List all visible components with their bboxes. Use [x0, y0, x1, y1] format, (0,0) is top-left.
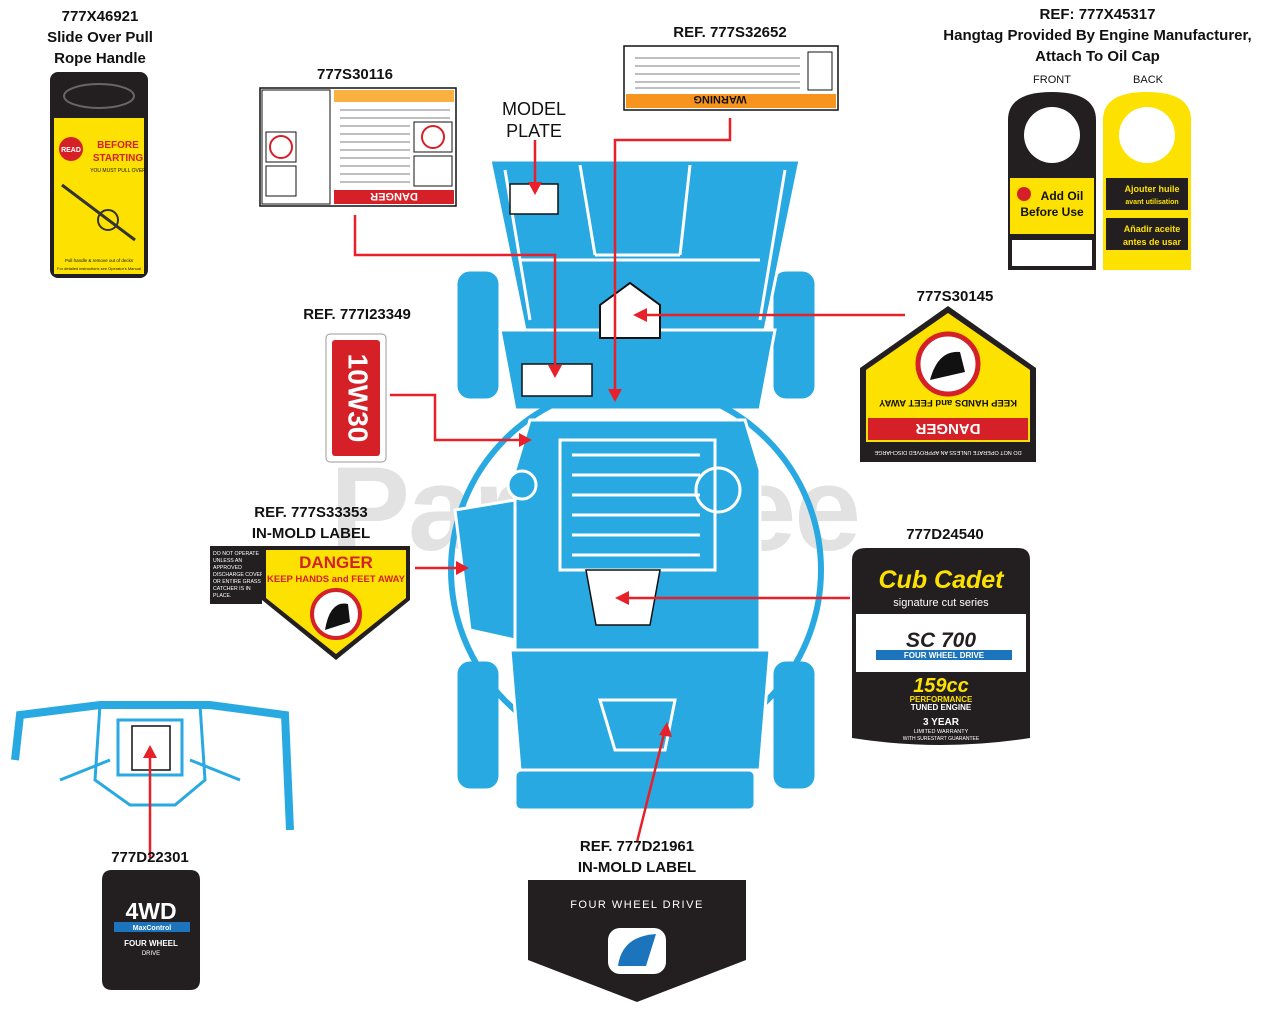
cub-cadet-series: signature cut series	[893, 597, 989, 609]
cub-cadet-warranty1: LIMITED WARRANTY	[914, 729, 969, 735]
4wd-drive: DRIVE	[142, 951, 160, 957]
rope-foot1: Pull handle & remove out of decks	[65, 258, 134, 263]
inmold-danger-decal: DO NOT OPERATE UNLESS AN APPROVED DISCHA…	[210, 546, 410, 660]
inmold-side3: APPROVED	[213, 565, 242, 571]
hands-feet-decal: KEEP HANDS and FEET AWAY DANGER DO NOT O…	[860, 306, 1036, 462]
oil-grade-text: 10W30	[343, 354, 374, 443]
hands-feet-danger: DANGER	[915, 420, 980, 437]
side-chute	[453, 498, 517, 642]
rope-read-text: READ	[61, 147, 81, 154]
cub-cadet-part: 777D24540	[906, 526, 984, 543]
inmold-danger-text: DANGER	[299, 553, 373, 572]
inmold-side4: DISCHARGE COVER	[213, 572, 264, 578]
front-deck	[508, 648, 772, 772]
inmold-side6: CATCHER IS IN	[213, 586, 251, 592]
hangtag-back-line3: Añadir aceite	[1124, 224, 1181, 234]
hangtag-desc1: Hangtag Provided By Engine Manufacturer,	[943, 27, 1252, 44]
cub-cadet-cc: 159cc	[913, 675, 969, 697]
model-plate-label: MODEL PLATE	[484, 98, 584, 142]
front-right-wheel	[770, 658, 818, 792]
hangtag-back-label: BACK	[1133, 74, 1163, 86]
inmold-side1: DO NOT OPERATE	[213, 551, 259, 557]
warning-decal-32652: WARNING	[623, 45, 839, 111]
hands-feet-part: 777S30145	[916, 288, 994, 305]
handle-view	[11, 701, 294, 831]
fwd-label-text: FOUR WHEEL DRIVE	[570, 899, 704, 911]
inmold-side5: OR ENTIRE GRASS	[213, 579, 261, 585]
oil-decal: 10W30	[325, 333, 387, 463]
inmold-labels: REF. 777S33353 IN-MOLD LABEL	[226, 502, 396, 544]
rope-handle-desc1: Slide Over Pull	[47, 29, 153, 46]
hands-feet-keep: KEEP HANDS and FEET AWAY	[878, 397, 1017, 408]
cub-cadet-brand: Cub Cadet	[879, 566, 1006, 594]
rope-handle-decal: READ BEFORE STARTING YOU MUST PULL OVER …	[50, 72, 148, 278]
rear-right-wheel	[770, 268, 818, 402]
fwd-desc: IN-MOLD LABEL	[577, 859, 697, 876]
rope-handle-labels: 777X46921 Slide Over Pull Rope Handle	[30, 6, 170, 69]
cub-cadet-model: SC 700	[906, 629, 976, 652]
rope-handle-desc2: Rope Handle	[54, 50, 146, 67]
arrow-heads	[143, 182, 672, 758]
rope-starting-text: STARTING	[93, 153, 144, 164]
4wd-part: 777D22301	[111, 849, 189, 866]
4wd-decal: 4WD MaxControl FOUR WHEEL DRIVE	[102, 870, 200, 990]
rope-handle-part: 777X46921	[61, 8, 139, 25]
cub-cadet-year: 3 YEAR	[923, 717, 960, 728]
hangtag-back-line1: Ajouter huile	[1124, 184, 1179, 194]
inmold-side2: UNLESS AN	[213, 558, 242, 564]
hands-feet-note: DO NOT OPERATE UNLESS AN APPROVED DISCHA…	[874, 449, 1021, 455]
inmold-side7: PLACE.	[213, 593, 231, 599]
danger-decal-30116: DANGER	[259, 87, 457, 207]
model-plate-line1: MODEL	[501, 99, 566, 119]
4wd-fw: FOUR WHEEL	[124, 939, 178, 948]
mower-body	[448, 158, 824, 812]
inmold-ref: REF. 777S33353	[254, 504, 368, 521]
hangtag-front-label: FRONT	[1033, 74, 1071, 86]
hangtag-labels: REF: 777X45317 Hangtag Provided By Engin…	[920, 4, 1275, 67]
4wd-maxcontrol: MaxControl	[133, 925, 172, 932]
leader-lines	[148, 118, 905, 858]
rope-foot2: For detailed instructions see Operator's…	[57, 266, 141, 271]
inmold-desc: IN-MOLD LABEL	[251, 525, 371, 542]
fwd-inmold-decal: FOUR WHEEL DRIVE	[528, 880, 746, 1002]
hangtag-front: Add Oil Before Use	[1008, 92, 1096, 270]
cub-cadet-decal: Cub Cadet signature cut series SC 700 FO…	[852, 548, 1030, 745]
rope-before-text: BEFORE	[97, 140, 139, 151]
model-plate-line2: PLATE	[506, 121, 562, 141]
rear-left-wheel	[454, 268, 502, 402]
cub-cadet-perf2: TUNED ENGINE	[911, 703, 972, 712]
cub-cadet-perf1: PERFORMANCE	[910, 695, 973, 704]
inmold-keep-text: KEEP HANDS and FEET AWAY	[267, 574, 406, 585]
front-left-wheel	[454, 658, 502, 792]
hangtag-front-line2: Before Use	[1020, 205, 1084, 219]
front-bumper	[513, 768, 757, 812]
warning-decal-header: WARNING	[693, 93, 746, 105]
oil-cap	[506, 469, 538, 501]
hangtag-back-line2: avant utilisation	[1125, 199, 1178, 206]
hangtag-back-line4: antes de usar	[1123, 237, 1182, 247]
air-filter	[694, 466, 742, 514]
warning-decal-ref: REF. 777S32652	[673, 24, 787, 41]
fwd-ref: REF. 777D21961	[579, 838, 695, 855]
hangtag-front-line1: Add Oil	[1041, 189, 1084, 203]
4wd-big-text: 4WD	[125, 898, 176, 924]
danger-decal-header: DANGER	[370, 190, 418, 202]
cub-cadet-warranty2: WITH SURESTART GUARANTEE	[903, 736, 980, 742]
hangtag-desc2: Attach To Oil Cap	[1035, 48, 1160, 65]
cub-cadet-drive: FOUR WHEEL DRIVE	[904, 651, 985, 660]
hangtag-ref: REF: 777X45317	[1039, 6, 1156, 23]
hangtag-back: Ajouter huile avant utilisation Añadir a…	[1103, 92, 1191, 270]
oil-decal-ref: REF. 777I23349	[303, 306, 411, 323]
fwd-labels: REF. 777D21961 IN-MOLD LABEL	[552, 836, 722, 878]
bag-details	[503, 164, 787, 752]
rope-must-text: YOU MUST PULL OVER	[90, 168, 146, 174]
danger-decal-part: 777S30116	[317, 66, 393, 83]
